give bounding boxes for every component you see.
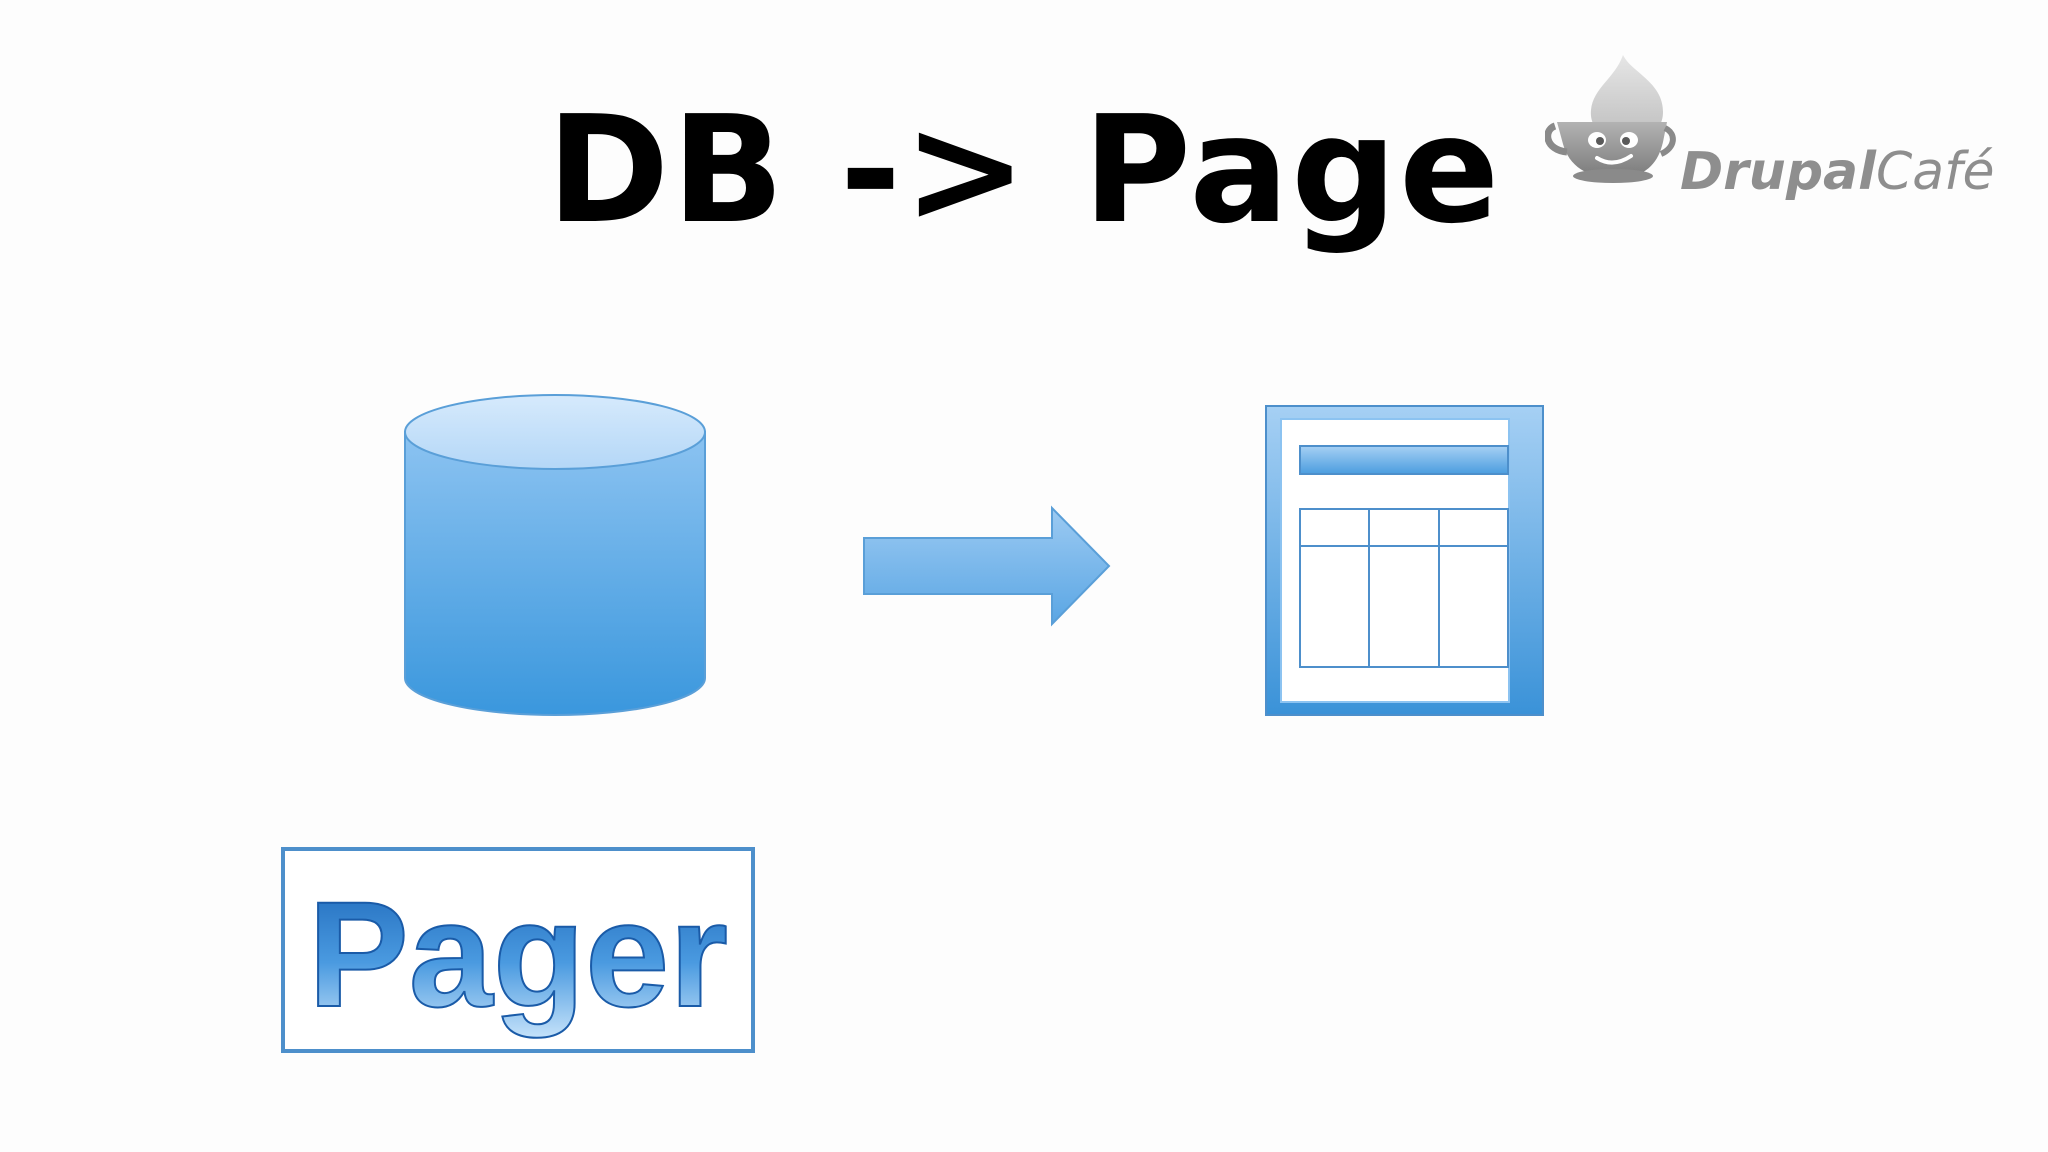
pager-label: Pager — [308, 870, 728, 1038]
table-page-icon — [1265, 405, 1544, 716]
logo-name-drupal: Drupal — [1680, 142, 1876, 202]
database-cylinder-icon — [404, 394, 706, 716]
pager-label-box: Pager — [281, 847, 755, 1053]
drupal-cup-icon — [1545, 55, 1676, 183]
logo-wordmark: DrupalCafé — [1680, 142, 1994, 202]
drupalcafe-logo: DrupalCafé — [1545, 50, 1994, 202]
right-arrow-icon — [863, 505, 1111, 627]
logo-name-cafe: Café — [1875, 142, 1995, 202]
pager-wordart: Pager — [307, 869, 729, 1039]
slide-title: DB -> Page — [546, 84, 1502, 256]
